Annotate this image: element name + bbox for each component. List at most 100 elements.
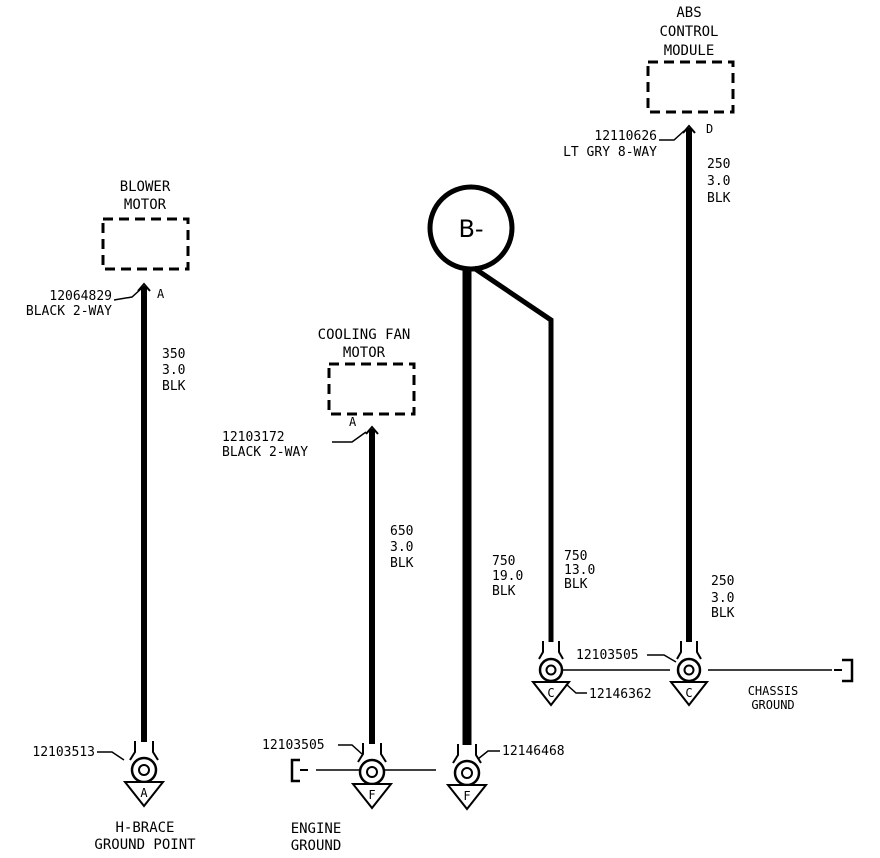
h-brace-terminal-hole [138, 764, 150, 776]
ground-engine: F 12103505 ENGINE GROUND [262, 738, 394, 854]
wire-abs-lower-circuit: 250 [711, 574, 734, 589]
abs-module-pin: D [706, 122, 713, 136]
wire-abs-lower-label: 250 3.0 BLK [711, 574, 735, 621]
chassis-branch-terminal-body [538, 641, 564, 660]
blower-motor-part-number: 12064829 [49, 289, 112, 304]
ground-symbol-icon [668, 681, 710, 707]
wire-battery-main-circuit: 750 [492, 554, 515, 569]
h-brace-title-1: H-BRACE [115, 820, 174, 836]
wire-abs-upper-gauge: 3.0 [707, 174, 730, 189]
h-brace-terminal-body [129, 741, 159, 761]
ground-battery-engine: F 12146468 [445, 744, 565, 811]
chassis-abs-terminal-hole [683, 664, 695, 676]
wire-blower-circuit: 350 [162, 347, 185, 362]
blower-motor-pin: A [157, 287, 165, 301]
battery-engine-ground-letter: F [463, 789, 470, 803]
abs-module-leader [659, 130, 685, 141]
engine-ground-bracket-icon [290, 758, 300, 783]
fan-motor-pin: A [349, 415, 357, 429]
h-brace-title-2: GROUND POINT [94, 837, 196, 853]
engine-ground-title-2: GROUND [291, 838, 342, 854]
battery-negative: B- [427, 184, 515, 272]
battery-terminal-hole [461, 767, 473, 779]
fan-motor-connector-symbol [365, 425, 379, 435]
fan-motor-part-number: 12103172 [222, 430, 285, 445]
chassis-branch-ground-letter: C [547, 686, 554, 700]
wire-abs-lower-gauge: 3.0 [711, 591, 734, 606]
ground-chassis-branch: C 12146362 [530, 641, 652, 707]
h-brace-terminal-part: 12103513 [32, 745, 95, 760]
engine-terminal-ring [358, 758, 386, 786]
wire-blower-label: 350 3.0 BLK [162, 347, 186, 394]
wire-battery-branch [472, 265, 554, 642]
engine-terminal-body [357, 743, 387, 763]
wire-battery-main-label: 750 19.0 BLK [492, 554, 523, 599]
wire-battery-branch-color: BLK [564, 577, 588, 592]
wire-battery-branch-label: 750 13.0 BLK [564, 549, 595, 592]
chassis-branch-terminal-ring [538, 657, 564, 683]
chassis-abs-terminal-part: 12103505 [576, 648, 639, 663]
engine-ground-title-1: ENGINE [291, 821, 342, 837]
chassis-ground-title-1: CHASSIS [748, 684, 799, 698]
wire-blower-gauge: 3.0 [162, 363, 185, 378]
engine-terminal-leader [338, 744, 363, 755]
chassis-abs-terminal-body [676, 641, 702, 660]
blower-motor-title-1: BLOWER [120, 179, 171, 195]
blower-motor-connector: BLACK 2-WAY [26, 304, 112, 319]
fan-motor-box [327, 362, 416, 416]
wire-battery-main-color: BLK [492, 584, 516, 599]
wire-blower-color: BLK [162, 379, 186, 394]
engine-ground-letter: F [368, 788, 375, 802]
wire-abs-upper-color: BLK [707, 191, 731, 206]
wire-fan-color: BLK [390, 556, 414, 571]
abs-module-title-3: MODULE [664, 43, 715, 59]
ground-h-brace: A 12103513 H-BRACE GROUND POINT [32, 741, 196, 853]
wire-abs-upper-label: 250 3.0 BLK [707, 157, 731, 206]
wire-abs-lower-color: BLK [711, 606, 735, 621]
abs-module-part-number: 12110626 [594, 129, 657, 144]
cooling-fan-motor: COOLING FAN MOTOR A 12103172 BLACK 2-WAY [222, 327, 416, 460]
chassis-branch-terminal-hole [545, 664, 557, 676]
abs-module-connector-symbol [682, 124, 696, 134]
engine-terminal-part: 12103505 [262, 738, 325, 753]
blower-motor-title-2: MOTOR [124, 197, 167, 213]
ground-symbol-icon [350, 783, 394, 810]
wire-battery-main-gauge: 19.0 [492, 569, 523, 584]
wire-abs-upper-circuit: 250 [707, 157, 730, 172]
chassis-ground-bus: CHASSIS GROUND [563, 658, 854, 712]
abs-module-connector: LT GRY 8-WAY [563, 145, 657, 160]
battery-terminal-part: 12146468 [502, 744, 565, 759]
chassis-branch-terminal-part: 12146362 [589, 687, 652, 702]
fan-motor-connector: BLACK 2-WAY [222, 445, 308, 460]
wire-battery-branch-circuit: 750 [564, 549, 587, 564]
chassis-ground-title-2: GROUND [751, 698, 794, 712]
chassis-branch-terminal-leader [565, 683, 587, 694]
blower-motor-connector-symbol [137, 282, 151, 292]
h-brace-terminal-ring [130, 756, 158, 784]
h-brace-ground-letter: A [140, 786, 148, 800]
abs-module-title-1: ABS [676, 5, 701, 21]
blower-motor-box [101, 217, 190, 271]
battery-terminal-body [452, 744, 482, 764]
abs-module-box [646, 60, 735, 114]
wire-battery-branch-gauge: 13.0 [564, 563, 595, 578]
ground-symbol-icon [445, 784, 489, 811]
engine-terminal-hole [366, 766, 378, 778]
wire-fan-label: 650 3.0 BLK [390, 524, 414, 571]
chassis-abs-terminal-leader [647, 654, 677, 663]
wire-fan-circuit: 650 [390, 524, 413, 539]
ground-chassis-abs: C 12103505 [576, 641, 710, 707]
battery-terminal-ring [453, 759, 481, 787]
fan-motor-leader [332, 431, 367, 443]
fan-motor-title-2: MOTOR [343, 345, 386, 361]
abs-module-title-2: CONTROL [659, 24, 718, 40]
chassis-abs-terminal-ring [676, 657, 702, 683]
ground-symbol-icon [530, 681, 572, 707]
fan-motor-title-1: COOLING FAN [318, 327, 411, 343]
chassis-abs-ground-letter: C [685, 686, 692, 700]
chassis-ground-bracket-icon [842, 658, 854, 683]
battery-terminal-leader [477, 750, 500, 760]
h-brace-terminal-leader [97, 751, 125, 761]
ground-symbol-icon [122, 781, 166, 808]
